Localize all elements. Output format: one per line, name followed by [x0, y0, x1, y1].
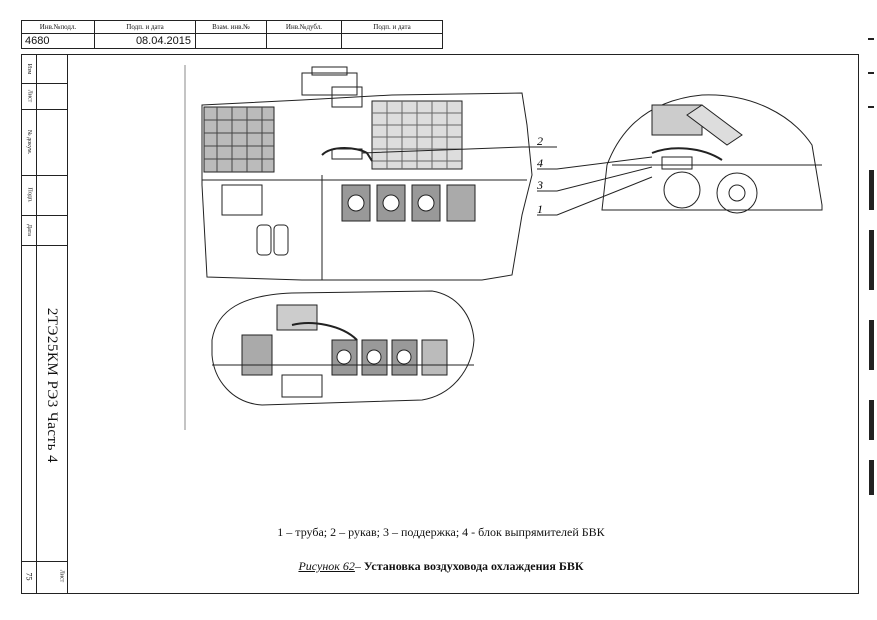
- figure-caption: Рисунок 62– Установка воздуховода охлажд…: [22, 559, 860, 574]
- margin-label-change: Изм: [25, 63, 32, 75]
- callout-1: 1: [537, 202, 543, 216]
- margin-label-doc-number: № докум.: [26, 129, 33, 155]
- stamp-dup-value: [266, 33, 342, 49]
- technical-drawing: 2 4 3 1: [184, 65, 823, 430]
- stamp-header-dup: Инв.№дубл.: [266, 20, 342, 34]
- figure-dash: –: [354, 559, 361, 573]
- legend-text: 1 – труба; 2 – рукав; 3 – поддержка; 4 -…: [277, 525, 605, 539]
- callout-leaders: [361, 146, 653, 216]
- drawing-frame: Изм Лист № докум. Подп. Дата 2ТЭ25КМ РЭ3…: [21, 54, 859, 594]
- top-left-assembly-view: [201, 66, 533, 281]
- document-code: 2ТЭ25КМ РЭ3 Часть 4: [44, 307, 61, 463]
- callout-2: 2: [537, 134, 543, 148]
- left-margin-strip: Изм Лист № докум. Подп. Дата 2ТЭ25КМ РЭ3…: [22, 55, 68, 593]
- margin-label-signature: Подп.: [26, 187, 32, 203]
- margin-label-sheet: Лист: [25, 89, 32, 103]
- engine-blocks: [341, 184, 476, 222]
- stamp-header-row: Инв.№подл. Подп. и дата Взам. инв.№ Инв.…: [21, 20, 443, 34]
- callout-4: 4: [537, 156, 543, 170]
- stamp-value-row: 4680 08.04.2015: [21, 33, 443, 49]
- stamp-replace-value: [195, 33, 267, 49]
- right-edge-marks: [866, 30, 877, 500]
- stamp-header-inv: Инв.№подл.: [21, 20, 95, 34]
- stamp-sign-date-value: [341, 33, 443, 49]
- cab-cross-section-view: [601, 94, 823, 214]
- radiator-grid-left: [203, 106, 275, 173]
- stamp-table: Инв.№подл. Подп. и дата Взам. инв.№ Инв.…: [21, 20, 443, 49]
- stamp-header-sign-date: Подп. и дата: [94, 20, 196, 34]
- radiator-grid-right: [371, 100, 463, 170]
- bottom-detail-view: [211, 290, 475, 406]
- stamp-inv-number: 4680: [21, 33, 95, 49]
- stamp-date: 08.04.2015: [94, 33, 196, 49]
- figure-reference: Рисунок 62: [298, 559, 355, 573]
- stamp-header-replace: Взам. инв.№: [195, 20, 267, 34]
- figure-title: Установка воздуховода охлаждения БВК: [360, 559, 584, 573]
- stamp-header-sign-date-2: Подп. и дата: [341, 20, 443, 34]
- callout-3: 3: [536, 178, 543, 192]
- margin-label-date: Дата: [26, 224, 32, 236]
